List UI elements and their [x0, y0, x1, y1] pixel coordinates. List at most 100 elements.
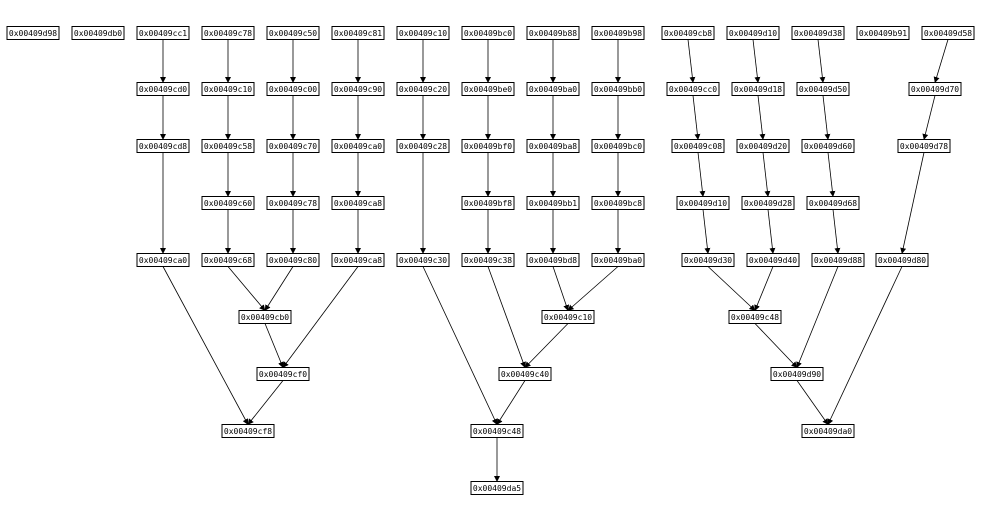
node-box — [201, 26, 255, 40]
graph-node[interactable]: 0x00409c78 — [201, 26, 255, 40]
graph-node[interactable]: 0x00409b91 — [856, 26, 910, 40]
graph-node[interactable]: 0x00409bd8 — [526, 253, 580, 267]
node-box — [671, 139, 725, 153]
graph-node[interactable]: 0x00409ba0 — [591, 253, 645, 267]
graph-node[interactable]: 0x00409b88 — [526, 26, 580, 40]
node-label: 0x00409c38 — [464, 256, 512, 265]
graph-node[interactable]: 0x00409bb0 — [591, 82, 645, 96]
graph-node[interactable]: 0x00409c38 — [461, 253, 515, 267]
graph-edge — [827, 152, 836, 197]
graph-edge — [754, 323, 798, 368]
graph-node[interactable]: 0x00409b98 — [591, 26, 645, 40]
graph-edge — [832, 209, 841, 254]
graph-node[interactable]: 0x00409ca0 — [331, 139, 385, 153]
graph-node[interactable]: 0x00409c10 — [201, 82, 255, 96]
graph-node[interactable]: 0x00409d40 — [746, 253, 800, 267]
graph-node[interactable]: 0x00409c28 — [396, 139, 450, 153]
graph-node[interactable]: 0x00409cc1 — [136, 26, 190, 40]
graph-node[interactable]: 0x00409da5 — [470, 481, 524, 495]
node-label: 0x00409c50 — [269, 29, 317, 38]
graph-node[interactable]: 0x00409c90 — [331, 82, 385, 96]
graph-edge — [922, 95, 936, 140]
node-box — [331, 26, 385, 40]
edge-arrow — [817, 39, 826, 83]
node-label: 0x00409c20 — [399, 85, 447, 94]
graph-node[interactable]: 0x00409cd0 — [136, 82, 190, 96]
edge-arrow — [922, 95, 936, 140]
graph-node[interactable]: 0x00409d18 — [731, 82, 785, 96]
graph-node[interactable]: 0x00409ca0 — [136, 253, 190, 267]
node-box — [470, 424, 524, 438]
graph-node[interactable]: 0x00409d10 — [676, 196, 730, 210]
graph-node[interactable]: 0x00409d58 — [921, 26, 975, 40]
graph-node[interactable]: 0x00409c81 — [331, 26, 385, 40]
graph-node[interactable]: 0x00409c40 — [498, 367, 552, 381]
graph-node[interactable]: 0x00409c58 — [201, 139, 255, 153]
graph-node[interactable]: 0x00409cf8 — [221, 424, 275, 438]
graph-node[interactable]: 0x00409d90 — [770, 367, 824, 381]
graph-node[interactable]: 0x00409d10 — [726, 26, 780, 40]
graph-node[interactable]: 0x00409d68 — [806, 196, 860, 210]
node-box — [461, 82, 515, 96]
graph-node[interactable]: 0x00409c70 — [266, 139, 320, 153]
graph-node[interactable]: 0x00409bb1 — [526, 196, 580, 210]
graph-node[interactable]: 0x00409c50 — [266, 26, 320, 40]
graph-node[interactable]: 0x00409d70 — [908, 82, 962, 96]
graph-node[interactable]: 0x00409ca8 — [331, 196, 385, 210]
graph-node[interactable]: 0x00409c00 — [266, 82, 320, 96]
node-box — [266, 196, 320, 210]
node-label: 0x00409d38 — [794, 29, 842, 38]
graph-edge — [692, 95, 701, 140]
graph-node[interactable]: 0x00409d20 — [736, 139, 790, 153]
graph-node[interactable]: 0x00409ba0 — [526, 82, 580, 96]
graph-node[interactable]: 0x00409bf8 — [461, 196, 515, 210]
graph-edge — [227, 266, 266, 311]
graph-node[interactable]: 0x00409db0 — [71, 26, 125, 40]
graph-node[interactable]: 0x00409d28 — [741, 196, 795, 210]
graph-node[interactable]: 0x00409c48 — [728, 310, 782, 324]
graph-node[interactable]: 0x00409d38 — [791, 26, 845, 40]
graph-node[interactable]: 0x00409d50 — [796, 82, 850, 96]
graph-node[interactable]: 0x00409da0 — [801, 424, 855, 438]
graph-node[interactable]: 0x00409c10 — [541, 310, 595, 324]
graph-node[interactable]: 0x00409c30 — [396, 253, 450, 267]
graph-node[interactable]: 0x00409bc0 — [591, 139, 645, 153]
node-box — [396, 82, 450, 96]
graph-node[interactable]: 0x00409ca8 — [331, 253, 385, 267]
graph-node[interactable]: 0x00409c78 — [266, 196, 320, 210]
graph-node[interactable]: 0x00409d88 — [811, 253, 865, 267]
graph-node[interactable]: 0x00409bc8 — [591, 196, 645, 210]
node-label: 0x00409c30 — [399, 256, 447, 265]
graph-node[interactable]: 0x00409d98 — [6, 26, 60, 40]
graph-node[interactable]: 0x00409cc0 — [666, 82, 720, 96]
graph-node[interactable]: 0x00409cb8 — [661, 26, 715, 40]
graph-node[interactable]: 0x00409d60 — [801, 139, 855, 153]
node-box — [856, 26, 910, 40]
graph-node[interactable]: 0x00409c60 — [201, 196, 255, 210]
graph-node[interactable]: 0x00409cd8 — [136, 139, 190, 153]
node-box — [6, 26, 60, 40]
graph-node[interactable]: 0x00409d80 — [875, 253, 929, 267]
graph-node[interactable]: 0x00409be0 — [461, 82, 515, 96]
node-label: 0x00409d28 — [744, 199, 792, 208]
graph-node[interactable]: 0x00409c08 — [671, 139, 725, 153]
node-label: 0x00409c58 — [204, 142, 252, 151]
graph-node[interactable]: 0x00409bc0 — [461, 26, 515, 40]
graph-node[interactable]: 0x00409cf0 — [256, 367, 310, 381]
graph-node[interactable]: 0x00409c68 — [201, 253, 255, 267]
graph-node[interactable]: 0x00409c48 — [470, 424, 524, 438]
node-box — [770, 367, 824, 381]
graph-edge — [900, 152, 925, 254]
graph-node[interactable]: 0x00409bf0 — [461, 139, 515, 153]
graph-node[interactable]: 0x00409d78 — [897, 139, 951, 153]
node-box — [908, 82, 962, 96]
graph-node[interactable]: 0x00409cb0 — [238, 310, 292, 324]
graph-node[interactable]: 0x00409c20 — [396, 82, 450, 96]
graph-node[interactable]: 0x00409ba8 — [526, 139, 580, 153]
node-box — [331, 253, 385, 267]
graph-node[interactable]: 0x00409c10 — [396, 26, 450, 40]
graph-edge — [827, 266, 903, 425]
node-box — [221, 424, 275, 438]
graph-node[interactable]: 0x00409d30 — [681, 253, 735, 267]
graph-node[interactable]: 0x00409c80 — [266, 253, 320, 267]
